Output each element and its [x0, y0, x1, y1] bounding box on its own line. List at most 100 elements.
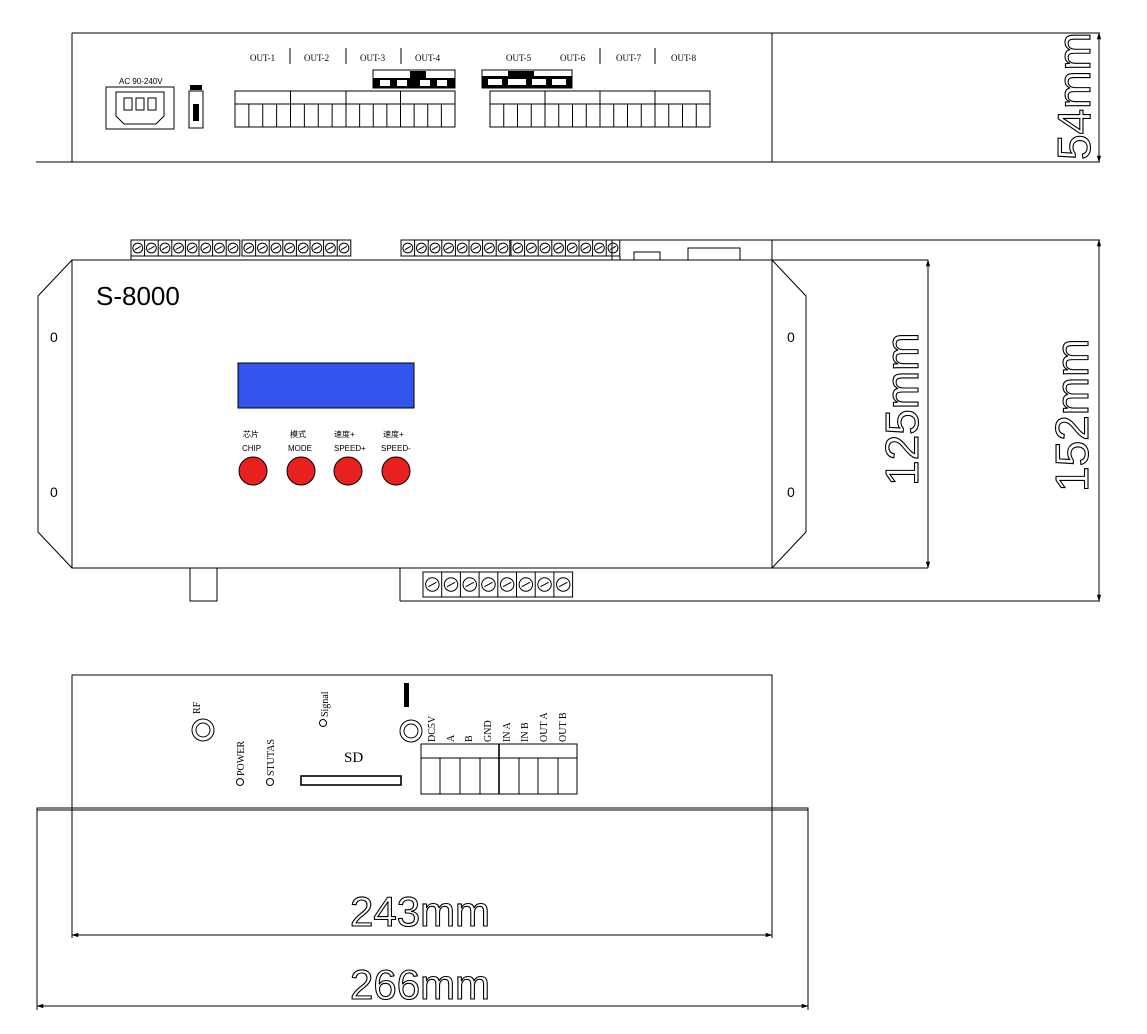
hole-mark: 0: [787, 484, 795, 500]
terminal-screw-slot: [229, 245, 237, 251]
terminal-screw: [470, 242, 482, 254]
terminal-screw-slot: [446, 581, 456, 588]
mode-button[interactable]: [286, 456, 316, 486]
terminal-screw: [443, 242, 454, 254]
side-view: RF POWER STUTAS Signal SD DC5V: [36, 674, 809, 1010]
terminal-screw-slot: [259, 245, 266, 251]
dip-switch-block-left: [372, 69, 456, 89]
terminal-screw: [429, 242, 441, 254]
terminal-screw: [566, 242, 578, 254]
status-label: STUTAS: [266, 739, 277, 776]
front-view: 0 0 0 0 S-8000 芯片 CHIP 模式 MODE 速度+ SPEED…: [37, 239, 1102, 602]
terminal-screw-slot: [202, 245, 210, 251]
terminal-screw-slot: [175, 245, 182, 251]
terminal-screw: [200, 242, 212, 254]
terminal-screw: [227, 242, 239, 254]
power-led: POWER: [236, 741, 247, 786]
terminal-screw: [481, 577, 496, 592]
hole-mark: 0: [50, 329, 58, 345]
terminal-screw: [594, 242, 605, 254]
left-flange: [37, 259, 73, 569]
rf-connector: RF: [191, 701, 215, 742]
terminal-screw: [325, 242, 336, 254]
control-buttons: 芯片 CHIP 模式 MODE 速度+ SPEED+ 速度+ SPEED-: [238, 429, 411, 486]
terminal-screw: [484, 242, 495, 254]
terminal-screw-slot: [502, 581, 512, 588]
secondary-connector: [399, 683, 423, 743]
speed-down-button[interactable]: [381, 456, 411, 486]
terminal-screw-slot: [499, 245, 507, 251]
terminal-screw-slot: [340, 245, 348, 251]
inner-width-dimension-label: 243mm: [350, 888, 490, 935]
antenna-stub: [189, 567, 218, 602]
hole-mark: 0: [50, 484, 58, 500]
ac-voltage-label: AC 90-240V: [119, 77, 163, 86]
lcd-screen: [237, 362, 415, 409]
chip-button[interactable]: [238, 456, 268, 486]
terminal-screw-slot: [609, 245, 617, 251]
terminal-screw: [402, 242, 414, 254]
signal-label: Signal: [320, 691, 331, 717]
terminal-screw: [526, 242, 537, 254]
terminal-label: IN B: [520, 722, 531, 742]
terminal-screw: [186, 242, 198, 254]
terminal-screw-slot: [472, 245, 480, 251]
terminal-screw: [539, 242, 551, 254]
terminal-screw-slot: [484, 581, 493, 588]
inner-height-dimension-label: 125mm: [876, 333, 928, 486]
terminal-screw-slot: [541, 245, 549, 251]
terminal-screw-slot: [299, 245, 307, 251]
terminal-screw: [311, 242, 323, 254]
button-cn-label: 模式: [290, 429, 306, 439]
terminal-label: A: [446, 734, 457, 742]
terminal-screw: [462, 577, 477, 592]
terminal-screw-slot: [540, 581, 549, 588]
terminal-screw: [132, 242, 144, 254]
top-terminal-blocks: [234, 90, 711, 128]
terminal-screw-slot: [272, 245, 280, 251]
terminal-screw: [443, 577, 459, 592]
terminal-screw-slot: [427, 581, 437, 588]
terminal-screw: [270, 242, 282, 254]
terminal-screw: [173, 242, 184, 254]
right-flange: [771, 259, 807, 569]
side-body: [71, 674, 773, 809]
speed-up-button[interactable]: [333, 456, 363, 486]
output-label: OUT-5: [506, 53, 532, 63]
sd-card-slot[interactable]: SD: [300, 750, 402, 786]
terminal-screw-slot: [558, 581, 568, 588]
output-label: OUT-4: [415, 53, 441, 63]
terminal-screw: [497, 242, 509, 254]
terminal-screw: [556, 577, 571, 592]
terminal-label: GND: [483, 720, 494, 742]
side-terminal-block: DC5V A B GND IN A IN B OUT A OUT B: [420, 712, 578, 795]
terminal-screw-slot: [327, 245, 334, 251]
terminal-screw: [512, 242, 524, 254]
terminal-screw-slot: [555, 245, 562, 251]
terminal-screw-slot: [313, 245, 321, 251]
hole-mark: 0: [787, 329, 795, 345]
terminal-screw-slot: [418, 245, 425, 251]
terminal-screw: [214, 242, 225, 254]
terminal-screw-slot: [445, 245, 452, 251]
output-labels: OUT-1 OUT-2 OUT-3 OUT-4 OUT-5 OUT-6 OUT-…: [250, 48, 697, 64]
model-label: S-8000: [96, 281, 180, 311]
button-cn-label: 速度+: [334, 429, 355, 439]
terminal-label: IN A: [502, 722, 513, 743]
terminal-screw: [580, 242, 592, 254]
terminal-label: OUT A: [539, 712, 550, 742]
terminal-screw-slot: [148, 245, 155, 251]
front-bottom-terminal-strip: [422, 571, 574, 598]
output-label: OUT-2: [304, 53, 329, 63]
outer-height-dimension-label: 152mm: [1046, 339, 1098, 492]
button-en-label: CHIP: [242, 444, 261, 453]
button-en-label: SPEED-: [381, 444, 411, 453]
front-top-component: [687, 247, 741, 261]
terminal-screw-slot: [582, 245, 590, 251]
terminal-screw-slot: [404, 245, 412, 251]
terminal-screw-slot: [161, 245, 169, 251]
terminal-screw-slot: [286, 245, 293, 251]
terminal-screw-slot: [528, 245, 535, 251]
terminal-screw: [146, 242, 157, 254]
rf-label: RF: [192, 701, 203, 714]
